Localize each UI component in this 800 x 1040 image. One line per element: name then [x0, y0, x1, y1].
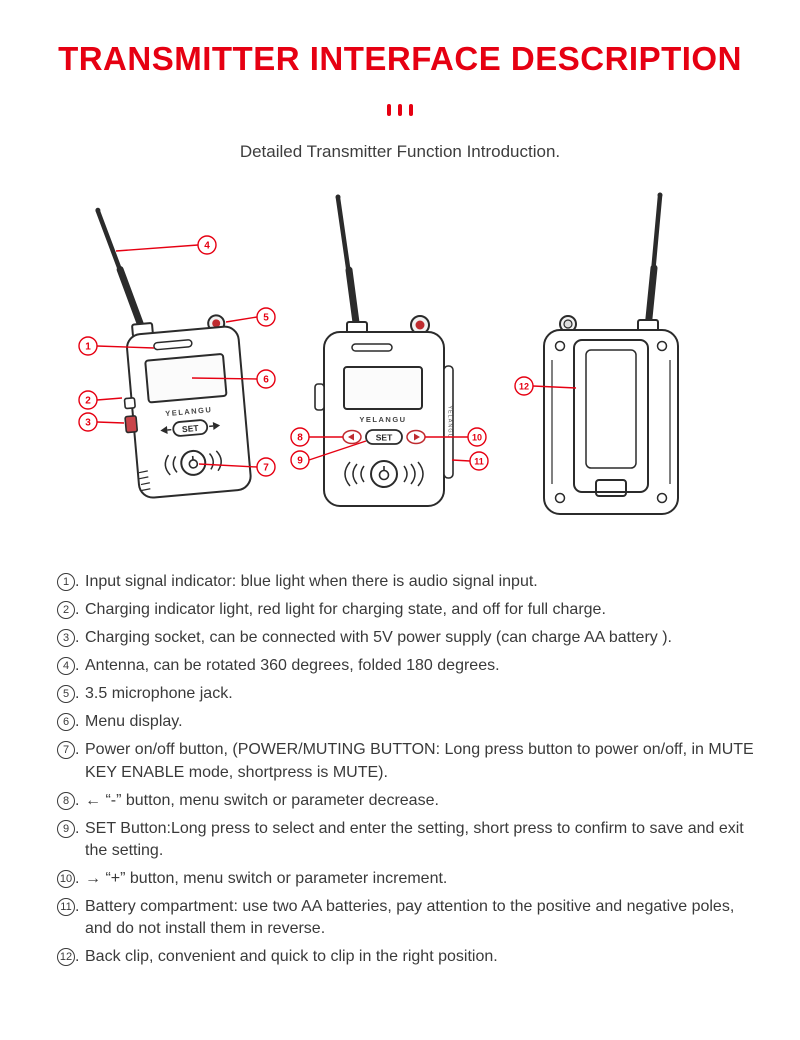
list-item: 7.Power on/off button, (POWER/MUTING BUT… [57, 739, 758, 783]
brand-label: YELANGU [359, 415, 406, 424]
svg-text:6: 6 [263, 375, 269, 386]
divider-bar [409, 104, 413, 116]
divider-bar [398, 104, 402, 116]
callout-11: 11 [452, 452, 488, 470]
item-text: Battery compartment: use two AA batterie… [85, 898, 734, 937]
item-text: 3.5 microphone jack. [85, 685, 233, 702]
item-text: Power on/off button, (POWER/MUTING BUTTO… [85, 741, 754, 780]
item-text: → “+” button, menu switch or parameter i… [85, 870, 447, 887]
section-divider [0, 104, 800, 116]
list-item: 9.SET Button:Long press to select and en… [57, 818, 758, 862]
list-item: 2.Charging indicator light, red light fo… [57, 599, 758, 621]
item-number: 9 [57, 820, 75, 838]
item-number: 11 [57, 898, 75, 916]
item-number: 7 [57, 741, 75, 759]
callout-2: 2 [79, 391, 122, 409]
callout-5: 5 [226, 308, 275, 326]
list-item: 6.Menu display. [57, 711, 758, 733]
callout-3: 3 [79, 413, 124, 431]
item-text: Charging socket, can be connected with 5… [85, 629, 672, 646]
svg-text:4: 4 [204, 241, 210, 252]
item-text: Antenna, can be rotated 360 degrees, fol… [85, 657, 500, 674]
list-item: 5.3.5 microphone jack. [57, 683, 758, 705]
menu-display-screen [344, 367, 422, 409]
svg-text:2: 2 [85, 396, 91, 407]
charging-socket [125, 416, 137, 433]
item-text: Input signal indicator: blue light when … [85, 573, 538, 590]
item-number: 6 [57, 713, 75, 731]
item-text: ← “-” button, menu switch or parameter d… [85, 792, 439, 809]
svg-text:9: 9 [297, 456, 303, 467]
item-text: Menu display. [85, 713, 183, 730]
item-number: 2 [57, 601, 75, 619]
list-item: 10.→ “+” button, menu switch or paramete… [57, 868, 758, 890]
item-number: 1 [57, 573, 75, 591]
item-number: 4 [57, 657, 75, 675]
svg-text:8: 8 [297, 433, 303, 444]
brand-label: YELANGU [447, 405, 453, 438]
svg-text:11: 11 [474, 457, 484, 467]
list-item: 1.Input signal indicator: blue light whe… [57, 571, 758, 593]
item-number: 8 [57, 792, 75, 810]
set-button-label: SET [182, 423, 200, 434]
svg-text:1: 1 [85, 342, 91, 353]
callout-4: 4 [116, 236, 216, 254]
list-item: 4.Antenna, can be rotated 360 degrees, f… [57, 655, 758, 677]
list-item: 11.Battery compartment: use two AA batte… [57, 896, 758, 940]
page-title: TRANSMITTER INTERFACE DESCRIPTION [0, 40, 800, 78]
item-text: Back clip, convenient and quick to clip … [85, 948, 498, 965]
divider-bar [387, 104, 391, 116]
list-item: 3.Charging socket, can be connected with… [57, 627, 758, 649]
item-number: 3 [57, 629, 75, 647]
item-text: Charging indicator light, red light for … [85, 601, 606, 618]
svg-text:7: 7 [263, 463, 269, 474]
list-item: 8.← “-” button, menu switch or parameter… [57, 790, 758, 812]
charging-indicator-led [124, 398, 135, 409]
svg-text:3: 3 [85, 418, 91, 429]
page-subtitle: Detailed Transmitter Function Introducti… [0, 142, 800, 162]
svg-text:5: 5 [263, 313, 269, 324]
svg-text:12: 12 [519, 382, 529, 392]
function-description-list: 1.Input signal indicator: blue light whe… [57, 571, 758, 968]
item-number: 12 [57, 948, 75, 966]
item-text: SET Button:Long press to select and ente… [85, 820, 744, 859]
item-number: 10 [57, 870, 75, 888]
list-item: 12.Back clip, convenient and quick to cl… [57, 946, 758, 968]
svg-text:10: 10 [472, 433, 482, 443]
set-button-label: SET [376, 433, 393, 443]
device-front-view: YELANGU SET YELANGU [315, 195, 453, 507]
device-side-view: YELANGU SET [95, 197, 252, 501]
transmitter-diagram: YELANGU SET YELANGU [0, 174, 800, 559]
device-back-view [544, 193, 678, 515]
item-number: 5 [57, 685, 75, 703]
